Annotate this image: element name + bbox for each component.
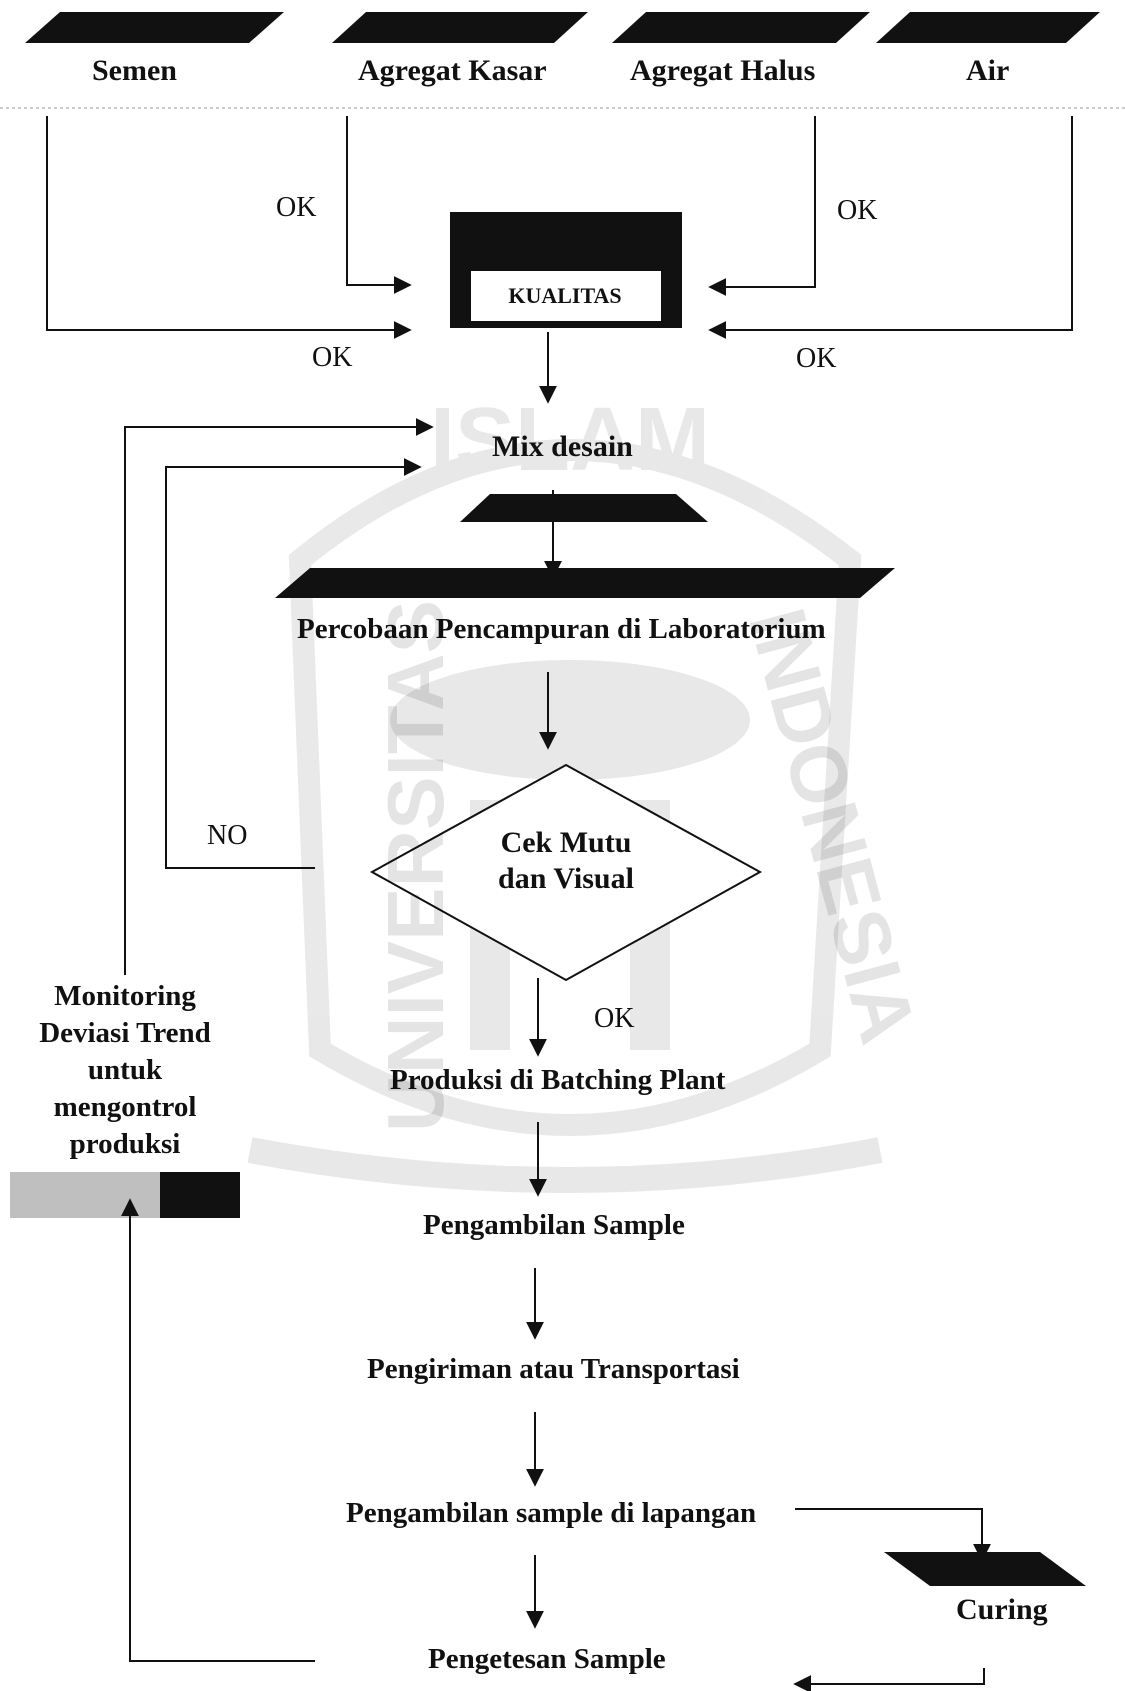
input-label-semen: Semen <box>92 54 177 87</box>
watermark-text-left: UNIVERSITAS <box>370 600 460 1132</box>
monitoring-line1: Monitoring <box>54 980 196 1012</box>
no-loop-line <box>165 458 422 869</box>
ok-label-agregat-kasar: OK <box>276 192 317 223</box>
input-connectors <box>46 116 1073 339</box>
sampling-label: Pengambilan Sample <box>423 1209 685 1241</box>
quality-box-inner <box>470 270 662 322</box>
trial-shape <box>275 568 895 598</box>
production-label: Produksi di Batching Plant <box>390 1064 726 1096</box>
ok-label-check: OK <box>594 1003 635 1034</box>
testing-loop-line <box>121 1198 315 1662</box>
field-sampling-label: Pengambilan sample di lapangan <box>346 1497 757 1529</box>
monitoring-line4: mengontrol <box>53 1091 197 1123</box>
curing-shape <box>884 1552 1086 1586</box>
check-label-line2: dan Visual <box>498 862 634 895</box>
input-label-air: Air <box>966 54 1010 87</box>
testing-label: Pengetesan Sample <box>428 1643 666 1675</box>
curing-label: Curing <box>956 1593 1048 1626</box>
input-shapes <box>25 12 1100 43</box>
trial-mix-label: Percobaan Pencampuran di Laboratorium <box>297 613 826 645</box>
input-label-agregat-kasar: Agregat Kasar <box>358 54 547 87</box>
monitoring-label: Monitoring Deviasi Trend untuk mengontro… <box>0 978 250 1163</box>
monitor-loop-line <box>124 418 434 975</box>
curing-return-line <box>793 1668 985 1691</box>
ok-label-semen: OK <box>312 342 353 373</box>
monitoring-line2: Deviasi Trend <box>39 1017 211 1049</box>
monitor-block <box>160 1172 240 1218</box>
monitoring-line5: produksi <box>69 1128 181 1160</box>
curing-branch-line <box>795 1508 991 1562</box>
no-label: NO <box>207 820 248 851</box>
quality-label: KUALITAS <box>508 283 622 308</box>
mix-design-label: Mix desain <box>492 430 633 463</box>
main-flow-arrows <box>526 332 562 1629</box>
monitoring-line3: untuk <box>87 1054 163 1086</box>
mix-shape <box>460 494 708 522</box>
input-label-agregat-halus: Agregat Halus <box>630 54 816 87</box>
ok-label-air: OK <box>796 343 837 374</box>
ok-label-agregat-halus: OK <box>837 195 878 226</box>
check-label-line1: Cek Mutu <box>500 826 632 859</box>
transport-label: Pengiriman atau Transportasi <box>367 1353 740 1385</box>
check-diamond <box>369 763 763 982</box>
watermark-text-top: ISLAM <box>430 390 710 490</box>
